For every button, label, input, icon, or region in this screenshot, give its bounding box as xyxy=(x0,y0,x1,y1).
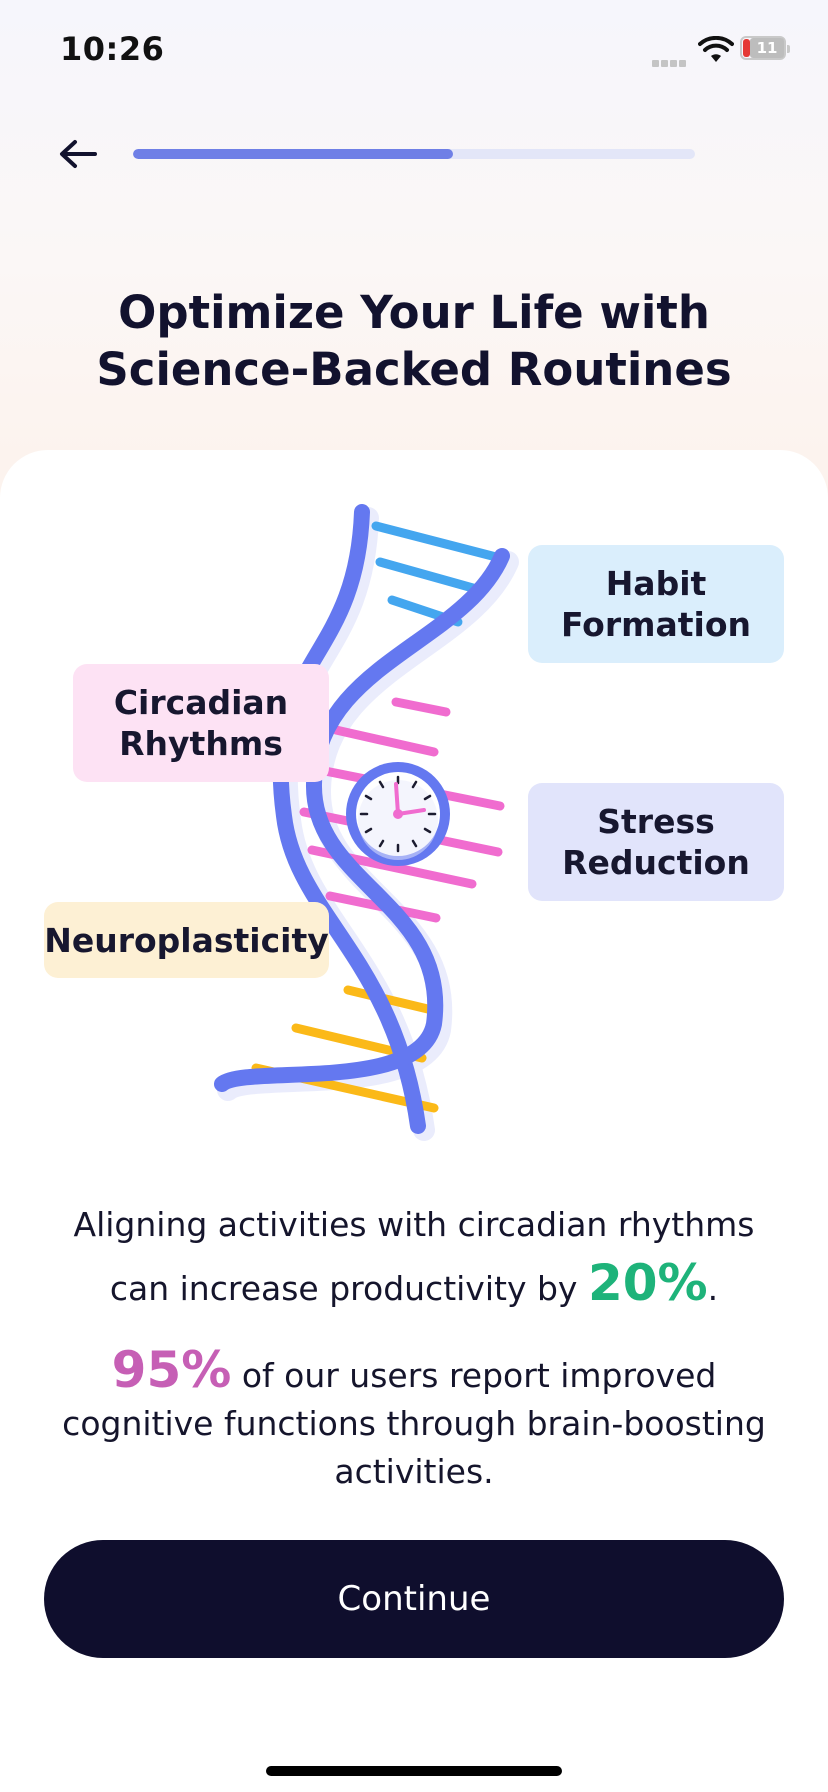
clock-icon xyxy=(346,762,450,866)
dna-helix-icon xyxy=(214,504,519,1141)
battery-icon: 11 xyxy=(740,36,790,60)
back-button[interactable] xyxy=(54,132,102,176)
battery-level: 11 xyxy=(750,38,784,58)
wifi-icon xyxy=(698,36,734,62)
fact-productivity: Aligning activities with circadian rhyth… xyxy=(40,1196,788,1318)
progress-track xyxy=(133,149,695,159)
stat-productivity: 20% xyxy=(587,1254,708,1312)
fact-cognitive-text: of our users report improved cognitive f… xyxy=(62,1356,766,1491)
fact-productivity-text: Aligning activities with circadian rhyth… xyxy=(73,1205,755,1308)
status-bar: 10:26 11 xyxy=(0,0,828,100)
home-indicator[interactable] xyxy=(266,1766,562,1776)
status-time: 10:26 xyxy=(60,30,165,68)
signal-icon xyxy=(652,52,690,67)
stat-cognitive: 95% xyxy=(111,1341,232,1399)
fact-cognitive: 95% of our users report improved cogniti… xyxy=(40,1345,788,1496)
fact-productivity-end: . xyxy=(707,1269,719,1308)
continue-button[interactable]: Continue xyxy=(44,1540,784,1658)
progress-fill xyxy=(133,149,454,159)
tag-neuroplasticity: Neuroplasticity xyxy=(44,902,329,978)
tag-circadian-rhythms: Circadian Rhythms xyxy=(73,664,329,782)
page-title: Optimize Your Life with Science-Backed R… xyxy=(96,286,732,396)
arrow-left-icon xyxy=(60,140,97,168)
tag-habit-formation: Habit Formation xyxy=(528,545,784,663)
battery-fill xyxy=(743,39,750,57)
battery-cap xyxy=(787,45,790,53)
tag-stress-reduction: Stress Reduction xyxy=(528,783,784,901)
